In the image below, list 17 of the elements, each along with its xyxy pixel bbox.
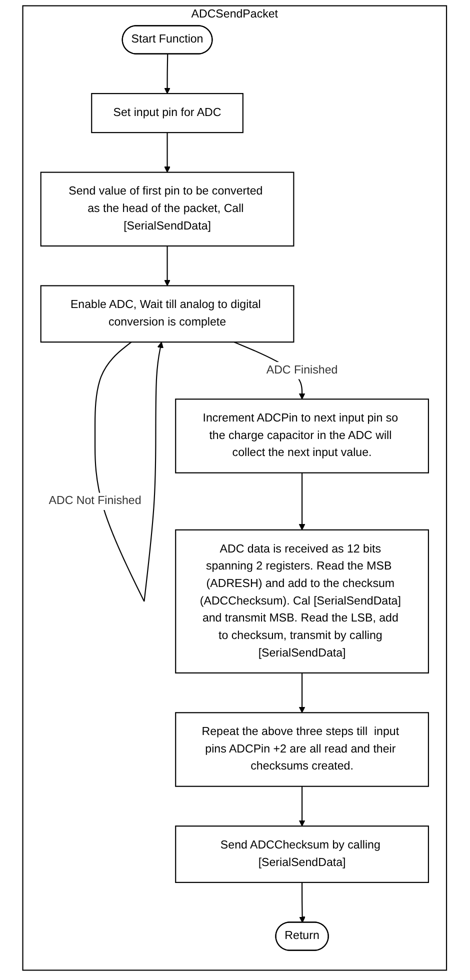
edge-label: ADC Not Finished	[49, 494, 142, 508]
arrow	[299, 672, 306, 713]
arrow	[164, 132, 171, 173]
node-box: Increment ADCPin to next input pin so the charge capacitor in the ADC will collect the next input value.	[175, 398, 430, 474]
arrow	[299, 882, 306, 923]
node-box: Enable ADC, Wait till analog to digital conversion is complete	[40, 285, 295, 343]
node-box: Repeat the above three steps till input pins ADCPin +2 are all read and their checksums created.	[175, 712, 430, 787]
arrow	[164, 54, 171, 94]
node-box: Send ADCChecksum by calling [SerialSendData]	[175, 826, 430, 883]
node-box: Send value of first pin to be converted as the head of the packet, Call [SerialSendData]	[40, 172, 295, 247]
node-box: ADC data is received as 12 bits spanning 2 registers. Read the MSB (ADRESH) and add to the checksum (ADCChecksum). Cal [SerialSendData] and transmit MSB. Read the LSB, add to checksum, transmit by calling [SerialSendData]	[175, 529, 430, 674]
arrow	[299, 786, 306, 826]
arrow	[299, 472, 306, 530]
edge-label: ADC Finished	[266, 364, 338, 376]
arrow	[164, 246, 171, 286]
arrow	[94, 342, 164, 602]
node-box: Set input pin for ADC	[91, 93, 244, 134]
